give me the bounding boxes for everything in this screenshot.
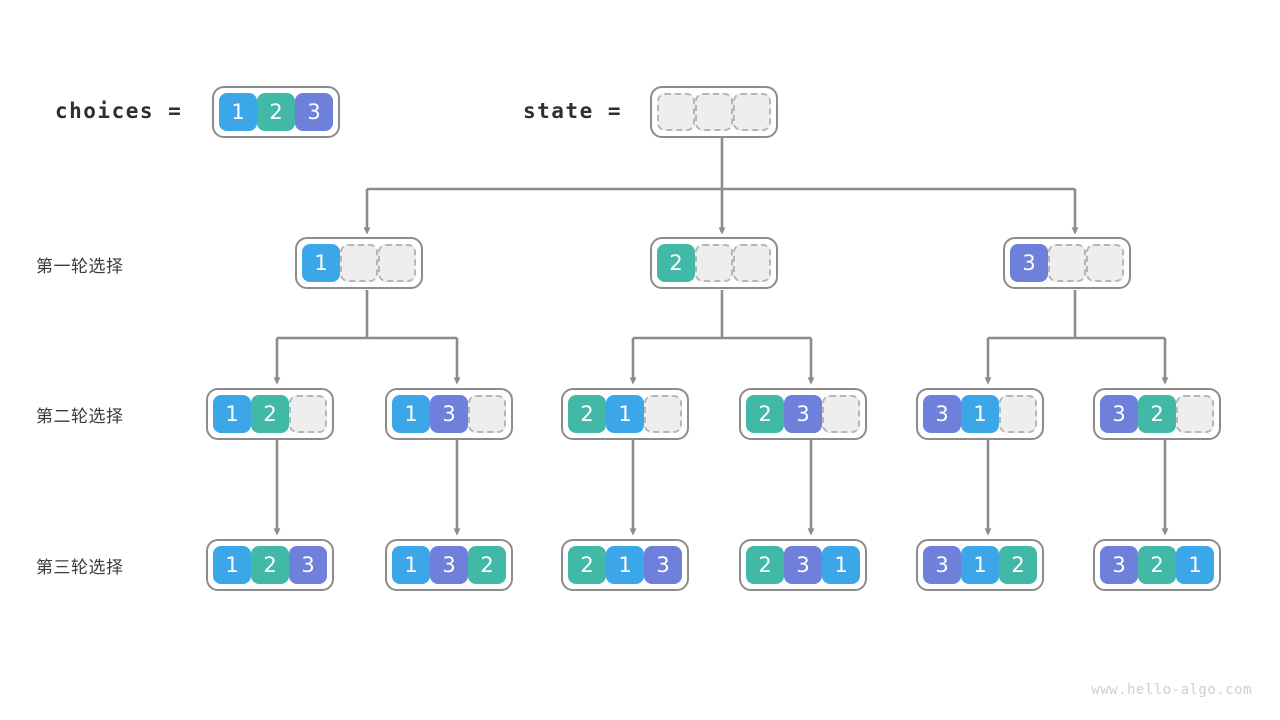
array-cell-empty [340,244,378,282]
array-cell: 2 [1138,546,1176,584]
array-cell: 1 [302,244,340,282]
array-cell: 1 [606,546,644,584]
array-cell-empty [1176,395,1214,433]
array-cell: 2 [251,546,289,584]
tree-node-level3: 1 2 3 [206,539,334,591]
array-cell: 1 [822,546,860,584]
tree-node-level2: 2 1 [561,388,689,440]
array-cell: 2 [999,546,1037,584]
array-cell: 2 [1138,395,1176,433]
tree-node-level1: 3 [1003,237,1131,289]
array-cell-empty [378,244,416,282]
array-cell: 1 [392,395,430,433]
array-cell-empty [822,395,860,433]
array-cell: 1 [961,546,999,584]
watermark: www.hello-algo.com [1091,682,1252,698]
array-cell: 3 [923,546,961,584]
array-cell-empty [1086,244,1124,282]
tree-node-level3: 2 1 3 [561,539,689,591]
row-label-round-2: 第二轮选择 [36,407,124,427]
array-cell-empty [695,244,733,282]
array-cell-empty [999,395,1037,433]
array-cell: 1 [961,395,999,433]
array-cell: 3 [644,546,682,584]
array-cell-empty [644,395,682,433]
array-cell-empty [733,93,771,131]
tree-node-level2: 3 2 [1093,388,1221,440]
tree-node-level3: 1 3 2 [385,539,513,591]
tree-node-level2: 1 3 [385,388,513,440]
state-label: state = [523,99,623,123]
array-cell: 3 [1100,395,1138,433]
array-cell: 3 [430,546,468,584]
array-cell: 1 [1176,546,1214,584]
tree-node-level1: 2 [650,237,778,289]
array-cell: 2 [257,93,295,131]
array-cell: 3 [1100,546,1138,584]
choices-label: choices = [55,99,183,123]
array-cell: 2 [251,395,289,433]
state-array [650,86,778,138]
array-cell: 3 [784,546,822,584]
array-cell: 2 [568,546,606,584]
array-cell: 1 [213,546,251,584]
array-cell: 3 [295,93,333,131]
tree-node-level1: 1 [295,237,423,289]
array-cell: 2 [746,395,784,433]
choices-array: 1 2 3 [212,86,340,138]
array-cell: 3 [923,395,961,433]
array-cell-empty [1048,244,1086,282]
tree-node-level2: 2 3 [739,388,867,440]
array-cell: 2 [746,546,784,584]
array-cell-empty [657,93,695,131]
tree-node-level3: 3 2 1 [1093,539,1221,591]
array-cell-empty [289,395,327,433]
row-label-round-1: 第一轮选择 [36,257,124,277]
array-cell: 1 [219,93,257,131]
array-cell-empty [733,244,771,282]
tree-node-level3: 2 3 1 [739,539,867,591]
array-cell-empty [468,395,506,433]
array-cell: 1 [606,395,644,433]
array-cell: 1 [213,395,251,433]
tree-node-level3: 3 1 2 [916,539,1044,591]
tree-node-level2: 3 1 [916,388,1044,440]
array-cell: 2 [468,546,506,584]
array-cell: 3 [784,395,822,433]
row-label-round-3: 第三轮选择 [36,558,124,578]
array-cell: 3 [1010,244,1048,282]
array-cell: 3 [289,546,327,584]
tree-node-level2: 1 2 [206,388,334,440]
array-cell: 2 [657,244,695,282]
array-cell: 3 [430,395,468,433]
array-cell-empty [695,93,733,131]
array-cell: 2 [568,395,606,433]
array-cell: 1 [392,546,430,584]
